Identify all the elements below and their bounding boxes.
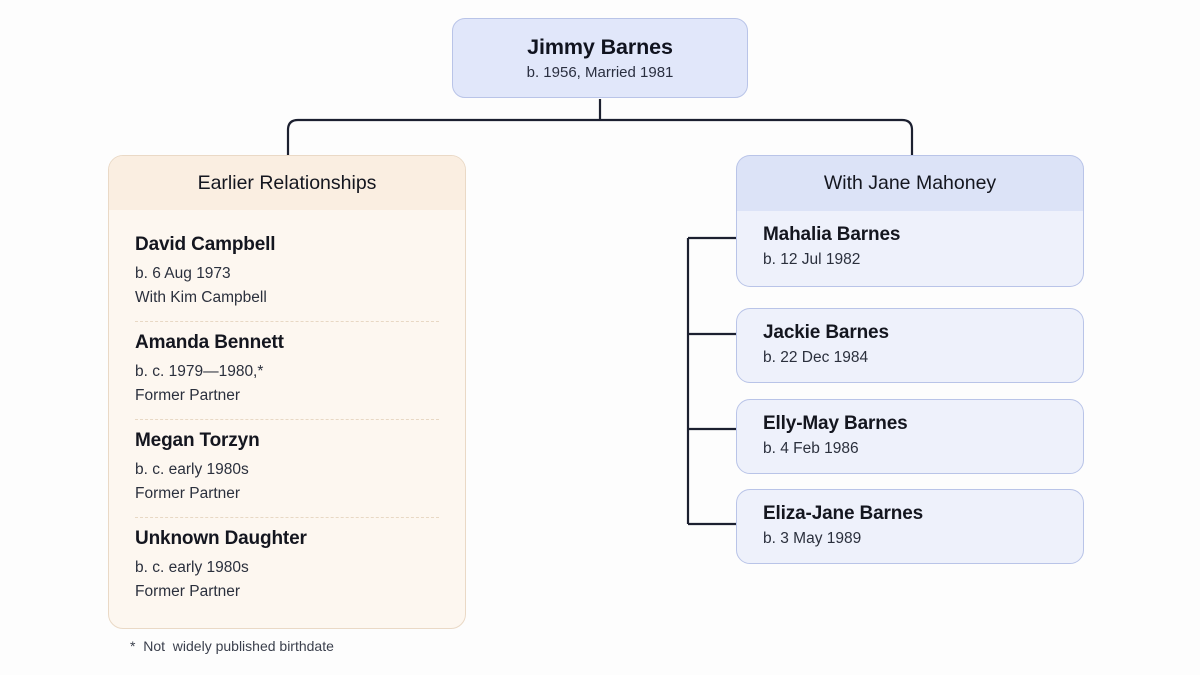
panel-jane-mahoney-title[interactable]: With Jane Mahoney xyxy=(736,155,1084,211)
footnote: * Not widely published birthdate xyxy=(130,638,334,654)
child-card-mahalia-barnes[interactable]: Mahalia Barnes b. 12 Jul 1982 xyxy=(736,211,1084,287)
panel-earlier-relationships[interactable]: Earlier Relationships David Campbell b. … xyxy=(108,155,466,629)
relationship-name: Unknown Daughter xyxy=(135,528,307,550)
root-node-name: Jimmy Barnes xyxy=(527,35,673,59)
relationship-name: Megan Torzyn xyxy=(135,430,260,452)
root-bracket xyxy=(286,118,914,155)
child-birth: b. 4 Feb 1986 xyxy=(763,440,859,457)
root-node-detail: b. 1956, Married 1981 xyxy=(526,64,674,81)
list-item[interactable]: Megan Torzyn b. c. early 1980s Former Pa… xyxy=(135,419,439,517)
child-birth: b. 3 May 1989 xyxy=(763,530,862,547)
child-birth: b. 12 Jul 1982 xyxy=(763,251,861,268)
child-card-jackie-barnes[interactable]: Jackie Barnes b. 22 Dec 1984 xyxy=(736,308,1084,383)
list-item[interactable]: Amanda Bennett b. c. 1979—1980,* Former … xyxy=(135,321,439,419)
relationship-birth: b. c. early 1980s xyxy=(135,559,249,577)
relationship-name: Amanda Bennett xyxy=(135,332,284,354)
child-name: Jackie Barnes xyxy=(763,322,889,343)
panel-earlier-relationships-body: David Campbell b. 6 Aug 1973 With Kim Ca… xyxy=(109,210,465,625)
list-item[interactable]: David Campbell b. 6 Aug 1973 With Kim Ca… xyxy=(135,224,439,321)
child-birth: b. 22 Dec 1984 xyxy=(763,349,869,366)
relationship-birth: b. 6 Aug 1973 xyxy=(135,265,231,282)
child-card-eliza-jane-barnes[interactable]: Eliza-Jane Barnes b. 3 May 1989 xyxy=(736,489,1084,564)
relationship-birth: b. c. early 1980s xyxy=(135,461,249,479)
child-name: Elly-May Barnes xyxy=(763,413,908,434)
child-name: Eliza-Jane Barnes xyxy=(763,503,924,524)
relationship-birth: b. c. 1979—1980,* xyxy=(135,363,264,381)
root-node-jimmy-barnes[interactable]: Jimmy Barnes b. 1956, Married 1981 xyxy=(452,18,748,98)
child-card-elly-may-barnes[interactable]: Elly-May Barnes b. 4 Feb 1986 xyxy=(736,399,1084,474)
relationship-partner: With Kim Campbell xyxy=(135,288,267,306)
list-item[interactable]: Unknown Daughter b. c. early 1980s Forme… xyxy=(135,517,439,615)
panel-earlier-relationships-title: Earlier Relationships xyxy=(109,156,465,210)
relationship-partner: Former Partner xyxy=(135,582,241,600)
relationship-name: David Campbell xyxy=(135,234,276,255)
relationship-partner: Former Partner xyxy=(135,386,241,404)
child-name: Mahalia Barnes xyxy=(763,224,901,245)
relationship-partner: Former Partner xyxy=(135,484,241,502)
